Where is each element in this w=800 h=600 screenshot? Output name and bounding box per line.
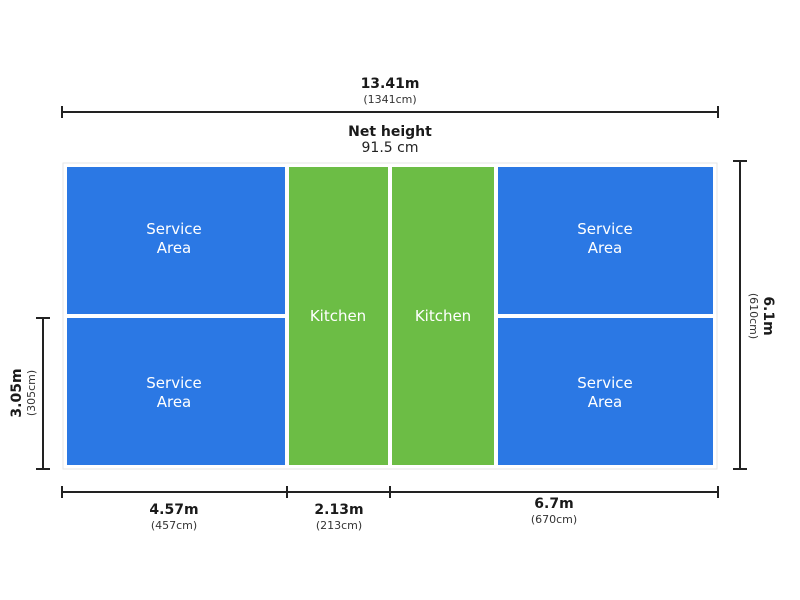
service-length-sub: (457cm) bbox=[151, 519, 197, 532]
total-length-value: 13.41m bbox=[361, 76, 420, 92]
net-height-label: Net height bbox=[348, 124, 432, 140]
service-area-label-tr-1: Service bbox=[577, 220, 632, 238]
kitchen-label-left: Kitchen bbox=[310, 307, 366, 325]
half-width-line bbox=[36, 317, 50, 470]
service-area-bottom-left bbox=[67, 318, 285, 465]
kitchen-left bbox=[289, 167, 388, 465]
service-area-top-right bbox=[498, 167, 713, 314]
half-width-sub: (305cm) bbox=[25, 370, 38, 416]
service-area-label-tr-2: Area bbox=[588, 239, 623, 257]
half-width-value: 3.05m bbox=[9, 368, 25, 417]
service-area-label-br-2: Area bbox=[588, 393, 623, 411]
bottom-dimension-line bbox=[61, 486, 719, 498]
right-length-value: 6.7m bbox=[534, 496, 573, 512]
service-area-label-bl-2: Area bbox=[157, 393, 192, 411]
kitchen-length-sub: (213cm) bbox=[316, 519, 362, 532]
service-area-label-br-1: Service bbox=[577, 374, 632, 392]
right-length-sub: (670cm) bbox=[531, 513, 577, 526]
court-width-sub: (610cm) bbox=[747, 293, 760, 339]
kitchen-label-right: Kitchen bbox=[415, 307, 471, 325]
service-area-top-left bbox=[67, 167, 285, 314]
court: Service Area Service Area Kitchen Kitche… bbox=[62, 162, 718, 470]
service-area-bottom-right bbox=[498, 318, 713, 465]
court-width-value: 6.1m bbox=[760, 296, 776, 335]
service-area-label-bl-1: Service bbox=[146, 374, 201, 392]
court-width-line bbox=[733, 160, 747, 470]
net-height-value: 91.5 cm bbox=[362, 140, 419, 156]
kitchen-right bbox=[392, 167, 494, 465]
total-length-sub: (1341cm) bbox=[363, 93, 416, 106]
total-length-line bbox=[61, 106, 719, 118]
service-area-label-tl-2: Area bbox=[157, 239, 192, 257]
service-area-label-tl-1: Service bbox=[146, 220, 201, 238]
kitchen-length-value: 2.13m bbox=[314, 502, 363, 518]
service-length-value: 4.57m bbox=[149, 502, 198, 518]
